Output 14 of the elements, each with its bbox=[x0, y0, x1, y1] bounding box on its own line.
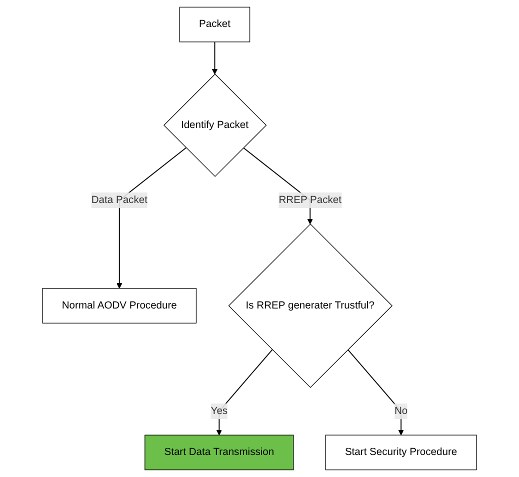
node-box: Start Security Procedure bbox=[325, 434, 477, 470]
node-box: Packet bbox=[179, 6, 250, 42]
arrow bbox=[216, 349, 273, 436]
arrow bbox=[116, 147, 187, 289]
edge-label: Data Packet bbox=[91, 194, 148, 206]
edge-label: No bbox=[394, 405, 408, 416]
arrow bbox=[212, 41, 218, 74]
edge-label: RREP Packet bbox=[278, 194, 342, 206]
node-box: Normal AODV Procedure bbox=[42, 288, 197, 324]
node-diamond: Identify Packet bbox=[163, 74, 267, 177]
node-box: Start Data Transmission bbox=[144, 434, 294, 470]
node-diamond: Is RREP generater Trustful? bbox=[228, 224, 393, 388]
arrow bbox=[347, 349, 404, 436]
edge-label: Yes bbox=[210, 405, 228, 416]
